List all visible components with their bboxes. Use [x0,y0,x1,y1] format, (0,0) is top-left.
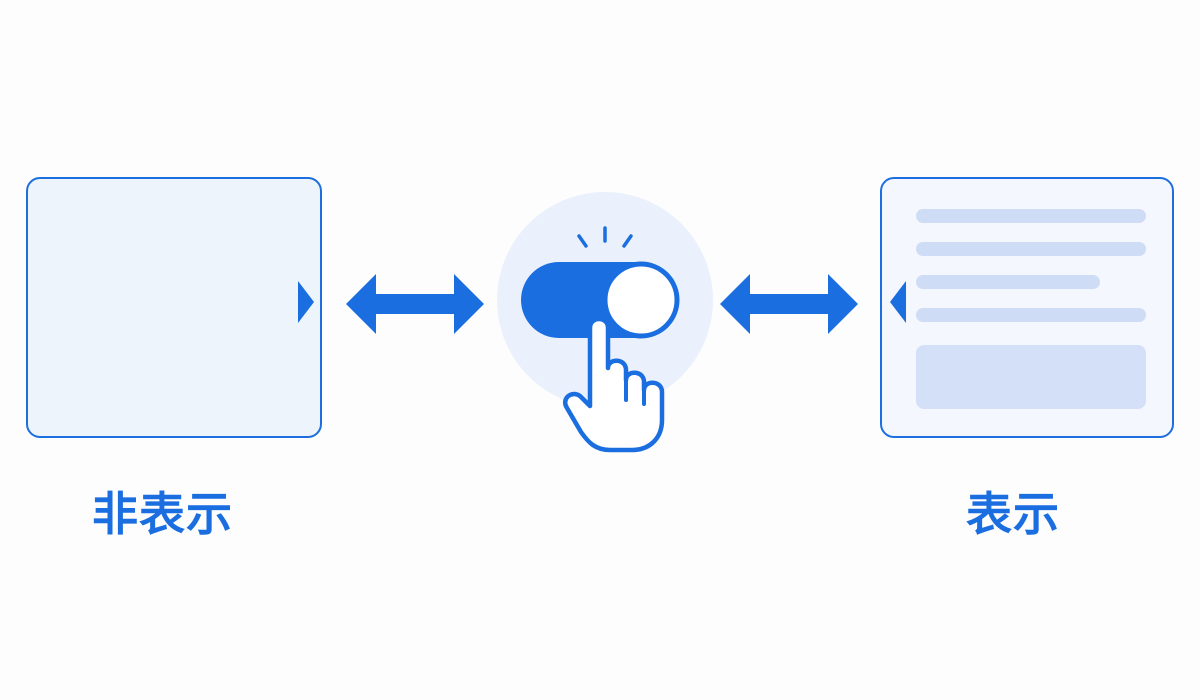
content-line [916,308,1146,322]
content-block [916,345,1146,409]
pointing-hand-icon [562,316,665,453]
double-arrow-icon [346,274,484,334]
toggle-switch-icon[interactable] [495,188,720,458]
double-arrow-icon [720,274,858,334]
content-line [916,275,1100,289]
click-spark-icon [577,226,633,248]
triangle-left-icon [890,281,906,323]
content-line [916,209,1146,223]
shown-label: 表示 [966,487,1060,541]
toggle-knob [602,261,680,339]
shown-panel [880,177,1174,438]
hidden-label: 非表示 [92,487,233,541]
hidden-panel [26,177,322,438]
triangle-right-icon [298,281,314,323]
content-line [916,242,1146,256]
